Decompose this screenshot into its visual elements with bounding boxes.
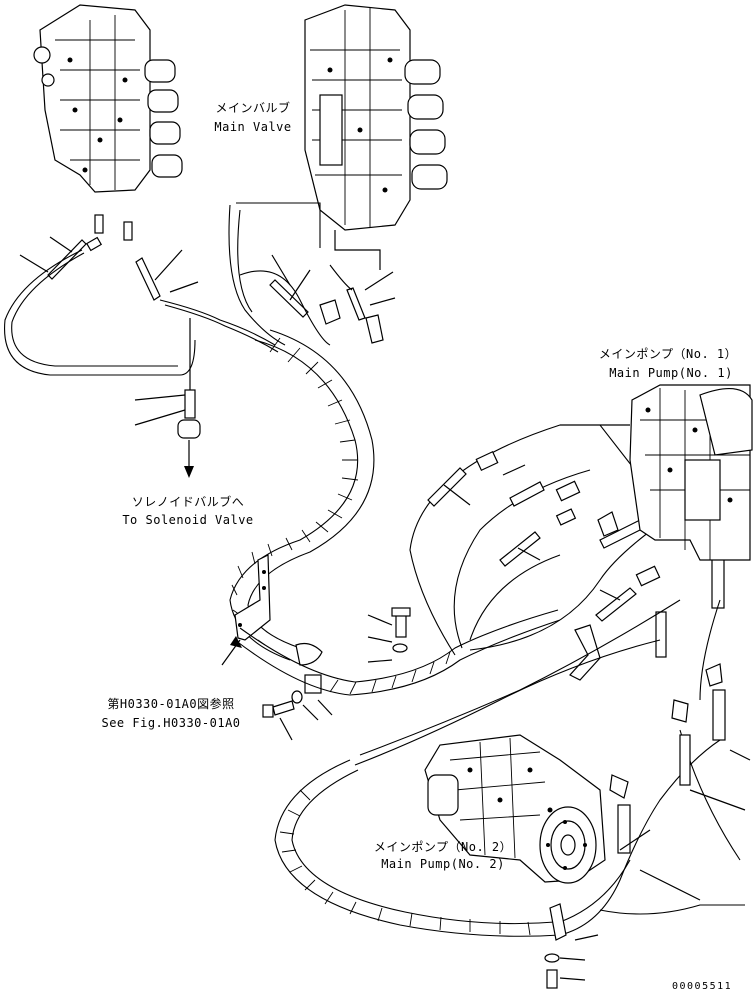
center-bolt-stack (367, 607, 411, 663)
see-figure-label-jp: 第H0330-01A0図参照 (107, 697, 235, 711)
bracket-clamp (221, 554, 323, 694)
main-pump-2 (424, 734, 606, 884)
main-pump-1-label-jp: メインポンプ（No. 1） (598, 347, 738, 361)
main-pump-1 (560, 384, 753, 561)
center-valve-fittings (269, 254, 396, 344)
main-pump-1-label-en: Main Pump(No. 1) (609, 366, 733, 380)
pump2-fittings (544, 663, 751, 989)
harness-middle (234, 424, 681, 696)
main-pump-2-label-en: Main Pump(No. 2) (381, 857, 505, 871)
main-valve-left (33, 4, 183, 193)
main-pump-2-label-jp: メインポンプ（No. 2） (373, 840, 513, 854)
main-valve-center (304, 4, 448, 270)
pump1-fittings (427, 450, 725, 681)
left-valve-fittings (19, 214, 199, 301)
drawing-number: 00005511 (672, 981, 733, 992)
hose-routing-upper (4, 202, 331, 376)
main-valve-label-jp: メインバルブ (215, 101, 291, 115)
main-valve-label-en: Main Valve (214, 120, 292, 134)
solenoid-fitting (134, 318, 201, 478)
solenoid-label-jp: ソレノイドバルブへ (131, 495, 245, 509)
harness-lower (274, 599, 745, 937)
solenoid-label-en: To Solenoid Valve (122, 513, 254, 527)
bolt-washer (262, 690, 333, 741)
see-figure-label-en: See Fig.H0330-01A0 (101, 716, 241, 730)
